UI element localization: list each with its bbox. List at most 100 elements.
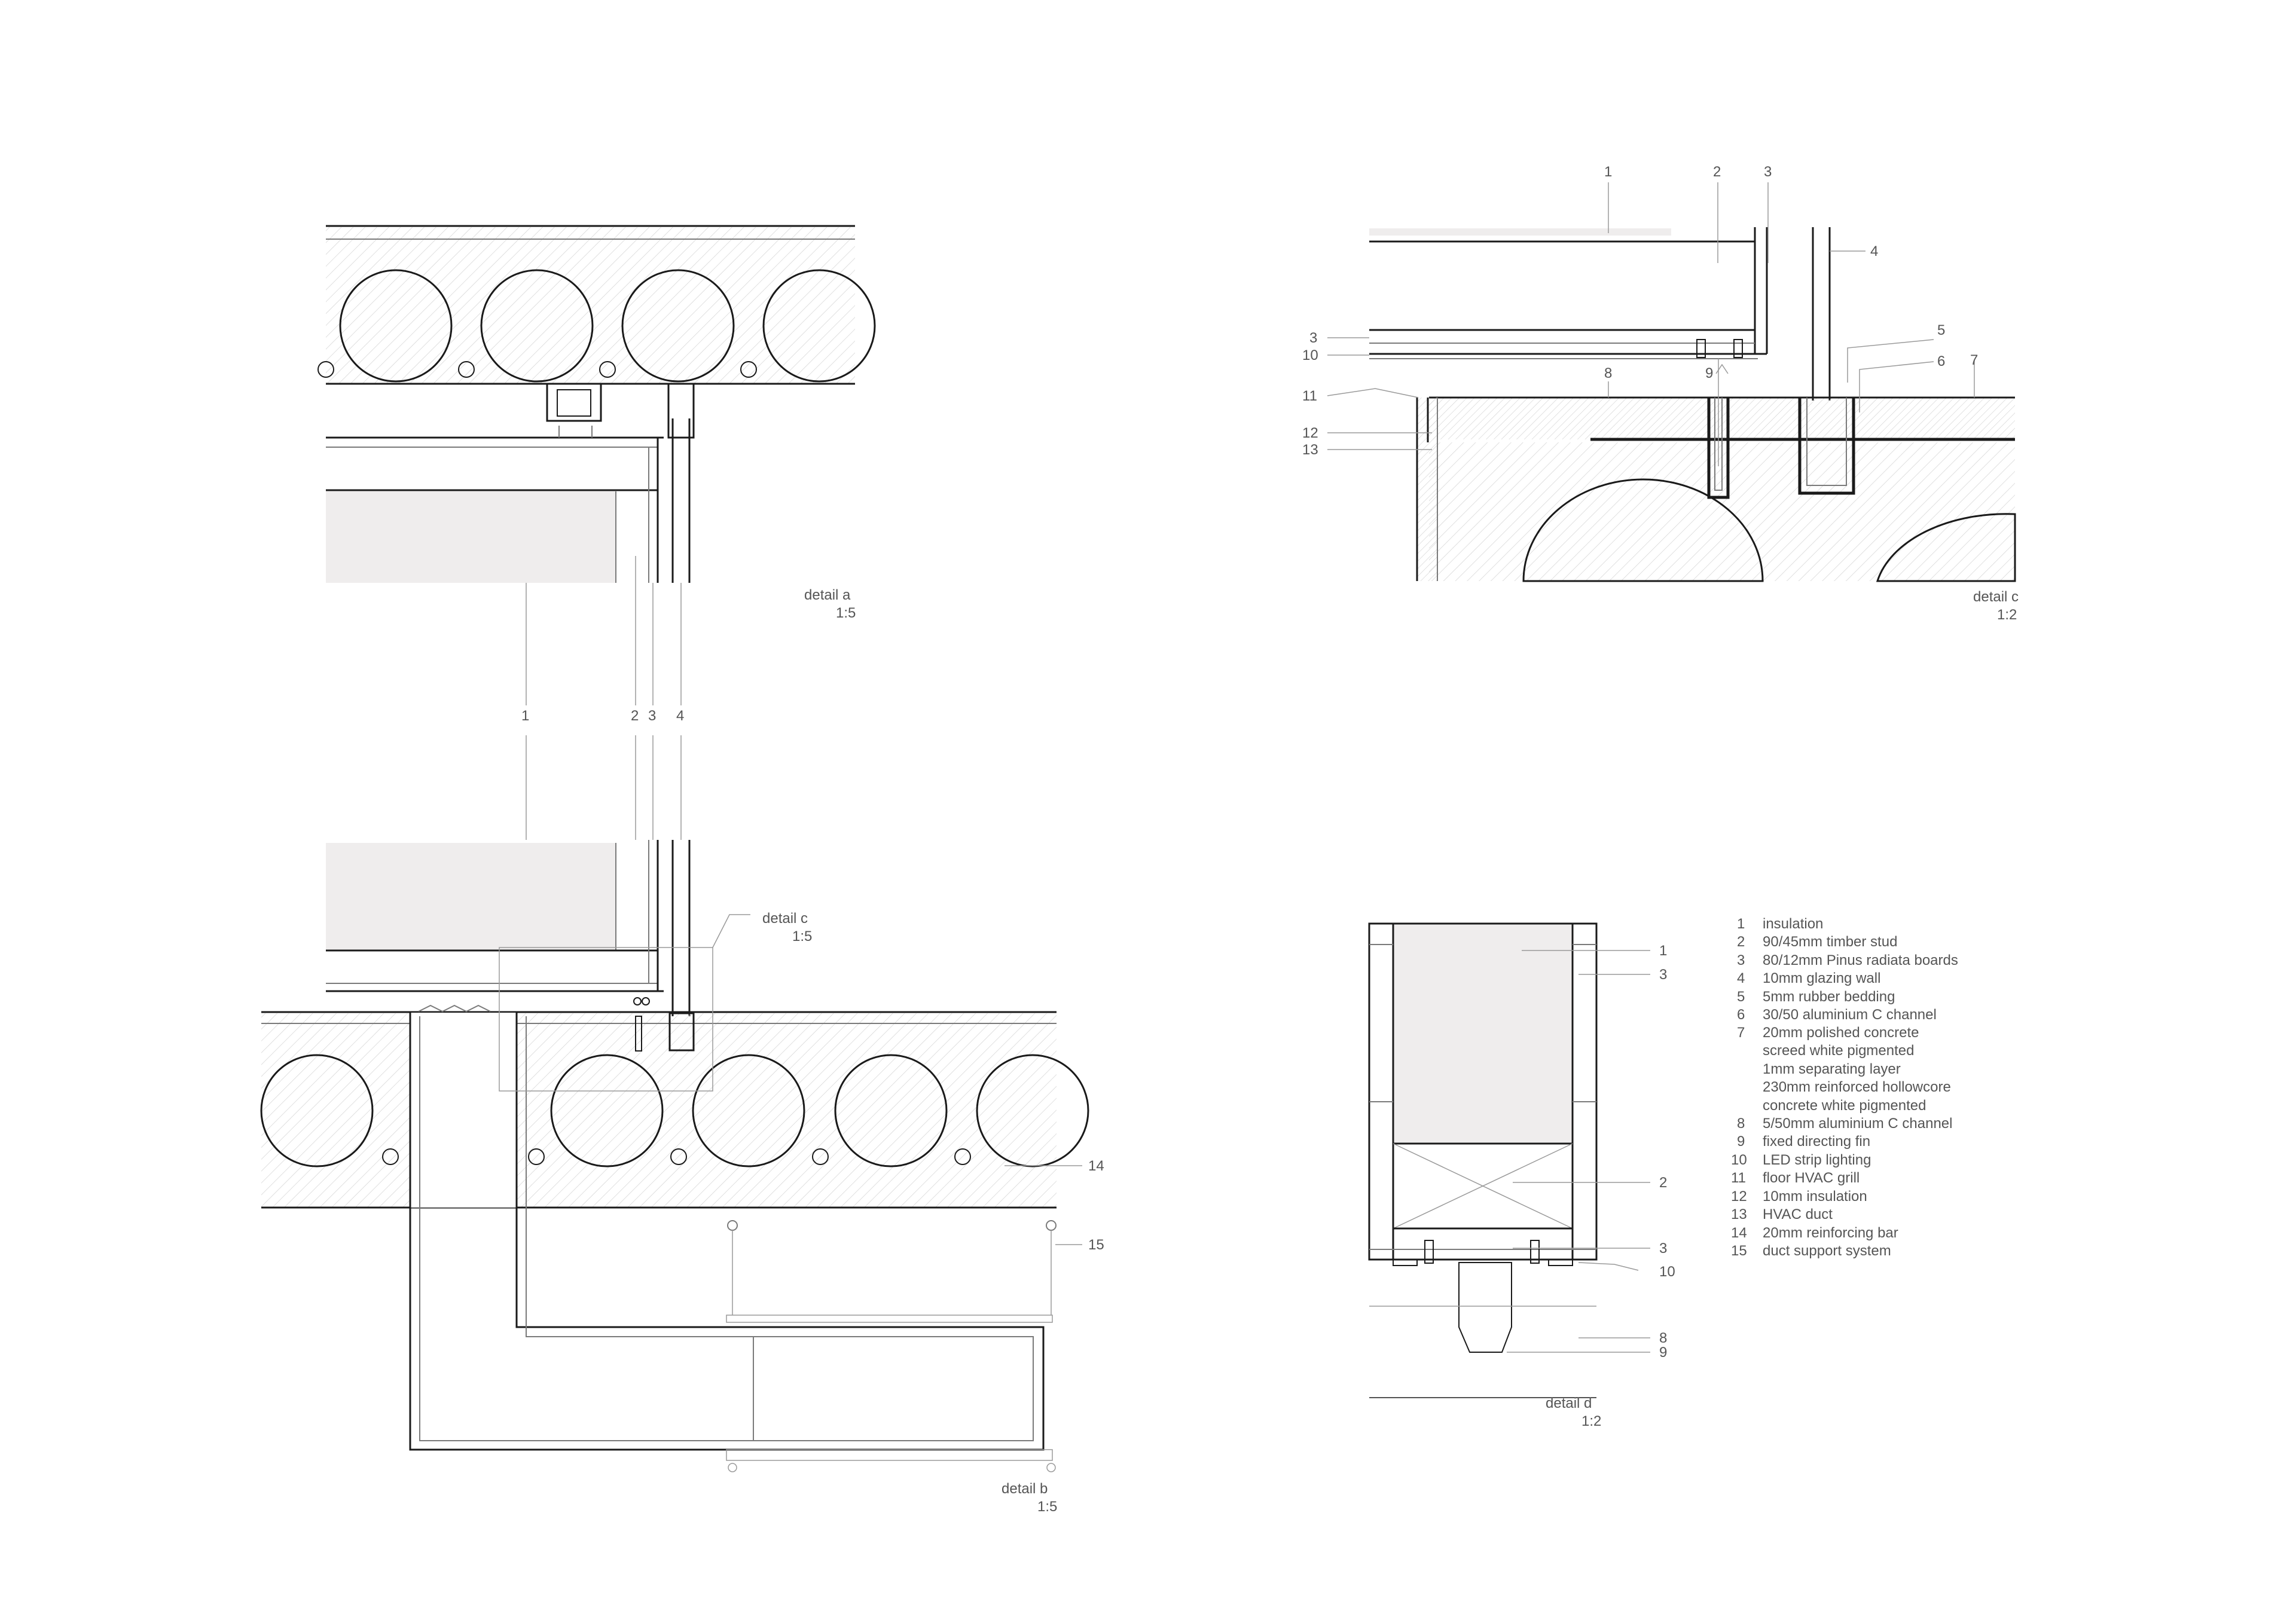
detail-c-floor xyxy=(1416,359,2016,582)
legend-number: 1 xyxy=(1737,916,1745,932)
reinforcing-bar xyxy=(382,1148,399,1165)
detail-d-callout: 1 xyxy=(1659,943,1667,959)
legend-text: duct support system xyxy=(1763,1243,1891,1259)
detail-c-callout: 6 xyxy=(1937,353,1945,369)
detail-c-reference-title: detail c xyxy=(762,910,808,927)
material-legend: 1 insulation 2 90/45mm timber stud 3 80/… xyxy=(1731,916,1958,1259)
detail-b-title: detail b xyxy=(1002,1481,1048,1497)
detail-c-callout: 12 xyxy=(1302,425,1318,441)
detail-d-callout: 2 xyxy=(1659,1175,1667,1191)
legend-number: 2 xyxy=(1737,934,1745,950)
detail-b-floor-slab xyxy=(260,997,1089,1209)
detail-c-callout: 5 xyxy=(1937,322,1945,338)
detail-d-title: detail d xyxy=(1546,1395,1592,1411)
legend-number: 4 xyxy=(1737,970,1745,986)
detail-c-callout: 13 xyxy=(1302,442,1318,458)
legend-item: 6 30/50 aluminium C channel xyxy=(1737,1007,1937,1023)
detail-c-scale: 1:2 xyxy=(1997,607,2017,623)
detail-b-duct-supports xyxy=(727,1220,1057,1472)
hollowcore-void xyxy=(621,269,735,383)
reinforcing-bar xyxy=(954,1148,971,1165)
legend-text: 5/50mm aluminium C channel xyxy=(1763,1115,1952,1132)
detail-c-callout: 2 xyxy=(1713,164,1721,180)
legend-number: 12 xyxy=(1731,1188,1747,1205)
legend-number: 6 xyxy=(1737,1007,1745,1023)
legend-number: 8 xyxy=(1737,1115,1745,1132)
legend-text: 20mm polished concrete xyxy=(1763,1025,1919,1041)
legend-item: 15 duct support system xyxy=(1731,1243,1891,1259)
legend-text: 30/50 aluminium C channel xyxy=(1763,1007,1937,1023)
legend-item: 8 5/50mm aluminium C channel xyxy=(1737,1115,1952,1132)
detail-c-callout: 4 xyxy=(1870,243,1878,259)
detail-c-callout: 11 xyxy=(1302,388,1317,404)
legend-item: 2 90/45mm timber stud xyxy=(1737,934,1897,950)
legend-item: 13 HVAC duct xyxy=(1731,1206,1833,1222)
legend-number: 13 xyxy=(1731,1206,1747,1222)
detail-b-drawing: detail c 1:5 14 15 detail b 1:5 xyxy=(260,840,1104,1515)
detail-c-callout: 3 xyxy=(1309,330,1317,346)
detail-c-callout: 8 xyxy=(1604,365,1612,381)
detail-b-wall xyxy=(326,840,691,1016)
detail-a-scale: 1:5 xyxy=(836,605,856,621)
detail-d-leaders xyxy=(1507,950,1650,1353)
legend-text: HVAC duct xyxy=(1763,1206,1833,1222)
legend-number: 11 xyxy=(1731,1170,1746,1186)
detail-a-c-channel xyxy=(546,383,695,439)
detail-c-callout: 9 xyxy=(1705,365,1713,381)
detail-a-callout: 3 xyxy=(648,708,656,724)
detail-c-drawing: 1 2 3 4 3 10 9 5 6 7 8 11 12 13 detail c… xyxy=(1302,164,2019,623)
detail-a-wall xyxy=(326,418,691,583)
detail-a-callout: 1 xyxy=(521,708,529,724)
detail-c-reference-scale: 1:5 xyxy=(792,928,812,945)
reinforcing-bar xyxy=(458,361,475,378)
legend-text: 10mm glazing wall xyxy=(1763,970,1880,986)
detail-c-reference-box xyxy=(499,914,750,1092)
detail-d-callout: 10 xyxy=(1659,1264,1675,1280)
detail-a-hollowcore-slab xyxy=(317,225,876,385)
detail-d-callout: 8 xyxy=(1659,1330,1667,1346)
detail-d-callout: 3 xyxy=(1659,1240,1667,1257)
hollowcore-void xyxy=(260,1054,374,1167)
legend-text: fixed directing fin xyxy=(1763,1133,1870,1150)
detail-b-hvac-duct xyxy=(409,1012,1053,1461)
detail-d-wall-section xyxy=(1368,922,1598,1398)
detail-d-scale: 1:2 xyxy=(1581,1413,1601,1429)
legend-number: 5 xyxy=(1737,989,1745,1005)
legend-text: 5mm rubber bedding xyxy=(1763,989,1895,1005)
detail-d-callout: 3 xyxy=(1659,967,1667,983)
legend-number: 10 xyxy=(1731,1152,1747,1168)
legend-text: floor HVAC grill xyxy=(1763,1170,1860,1186)
detail-c-callout: 10 xyxy=(1302,347,1318,363)
legend-item: 5 5mm rubber bedding xyxy=(1737,989,1895,1005)
legend-text: 10mm insulation xyxy=(1763,1188,1867,1205)
legend-text: screed white pigmented xyxy=(1763,1043,1914,1059)
reinforcing-bar xyxy=(740,361,757,378)
legend-text: 1mm separating layer xyxy=(1763,1061,1901,1077)
detail-c-title: detail c xyxy=(1973,589,2019,605)
legend-item: 14 20mm reinforcing bar xyxy=(1731,1225,1898,1241)
detail-c-leaders xyxy=(1327,182,1975,450)
hollowcore-void xyxy=(762,269,876,383)
legend-text: LED strip lighting xyxy=(1763,1152,1871,1168)
detail-b-callout: 15 xyxy=(1088,1237,1104,1253)
detail-d-drawing: 1 3 2 3 10 8 9 detail d 1:2 xyxy=(1368,922,1675,1429)
hollowcore-void xyxy=(339,269,453,383)
legend-text: 80/12mm Pinus radiata boards xyxy=(1763,952,1958,968)
legend-number: 14 xyxy=(1731,1225,1747,1241)
detail-c-callout: 1 xyxy=(1604,164,1612,180)
detail-c-wall-base xyxy=(1369,227,1831,401)
legend-item: 7 20mm polished concrete screed white pi… xyxy=(1737,1025,1951,1114)
hollowcore-void xyxy=(834,1054,948,1167)
legend-text: insulation xyxy=(1763,916,1823,932)
legend-item: 1 insulation xyxy=(1737,916,1823,932)
detail-c-callout: 7 xyxy=(1970,352,1978,368)
hollowcore-void xyxy=(976,1054,1089,1167)
detail-b-scale: 1:5 xyxy=(1037,1499,1057,1515)
detail-d-callout: 9 xyxy=(1659,1344,1667,1361)
legend-text: 20mm reinforcing bar xyxy=(1763,1225,1898,1241)
legend-text: 90/45mm timber stud xyxy=(1763,934,1897,950)
reinforcing-bar xyxy=(599,361,616,378)
legend-number: 9 xyxy=(1737,1133,1745,1150)
legend-text: 230mm reinforced hollowcore xyxy=(1763,1079,1951,1095)
